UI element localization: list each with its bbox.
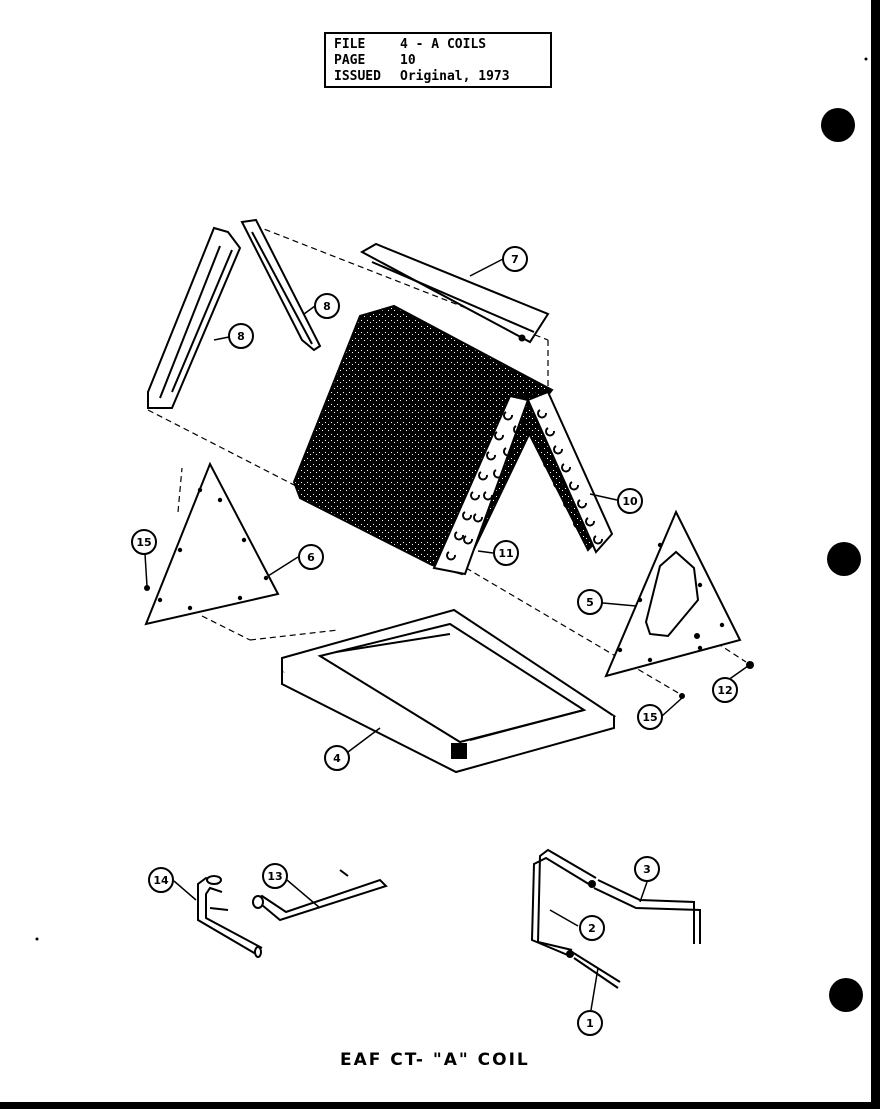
svg-text:12: 12 <box>717 684 732 697</box>
binder-hole-bottom <box>829 978 863 1012</box>
callout-5: 5 <box>577 589 603 615</box>
callout-15-left: 15 <box>131 529 157 555</box>
page-row: PAGE 10 <box>334 53 542 69</box>
part-14-tube <box>197 875 263 958</box>
parts-1-2-3-tube-assembly <box>530 848 701 989</box>
svg-text:11: 11 <box>498 547 513 560</box>
svg-text:14: 14 <box>153 874 169 887</box>
callout-12: 12 <box>712 677 738 703</box>
svg-text:2: 2 <box>588 922 596 935</box>
part-12-nut <box>746 661 754 669</box>
svg-text:5: 5 <box>586 596 594 609</box>
callout-8-left: 8 <box>228 323 254 349</box>
part-6-left-plate <box>144 461 280 626</box>
svg-text:10: 10 <box>622 495 638 508</box>
callout-14: 14 <box>148 867 174 893</box>
callout-13: 13 <box>262 863 288 889</box>
callout-7: 7 <box>502 246 528 272</box>
callout-3: 3 <box>634 856 660 882</box>
issued-value: Original, 1973 <box>400 69 510 84</box>
issued-label: ISSUED <box>334 69 381 84</box>
svg-text:15: 15 <box>136 536 151 549</box>
part-7-top-cap <box>359 242 550 344</box>
callout-2: 2 <box>579 915 605 941</box>
part-5-right-plate <box>604 509 742 678</box>
page-edge-bottom <box>0 1102 880 1109</box>
part-4-base-frame <box>281 608 617 774</box>
page-value: 10 <box>400 53 416 68</box>
page-edge-right <box>871 0 880 1109</box>
page-label: PAGE <box>334 53 366 68</box>
callout-15-right: 15 <box>637 704 663 730</box>
callout-11: 11 <box>493 540 519 566</box>
callout-8-right: 8 <box>314 293 340 319</box>
svg-text:3: 3 <box>643 863 651 876</box>
svg-text:1: 1 <box>586 1017 594 1030</box>
stray-mark <box>864 57 868 61</box>
svg-text:4: 4 <box>333 752 341 765</box>
part-13-tube <box>252 869 388 922</box>
binder-hole-middle <box>827 542 861 576</box>
stray-mark <box>35 937 39 941</box>
diagram-caption: EAF CT- "A" COIL <box>340 1050 530 1070</box>
issued-row: ISSUED Original, 1973 <box>334 69 542 85</box>
callouts: 7 8 8 10 11 15 <box>131 246 738 1036</box>
tube-ends <box>446 409 603 561</box>
file-row: FILE 4 - A COILS <box>334 37 542 53</box>
svg-text:13: 13 <box>267 870 282 883</box>
callout-10: 10 <box>617 488 643 514</box>
a-coil-body <box>292 304 614 576</box>
part-8-left-pan <box>147 218 322 409</box>
file-label: FILE <box>334 37 366 52</box>
svg-text:7: 7 <box>511 253 519 266</box>
svg-text:6: 6 <box>307 551 315 564</box>
part-15-screw-right <box>679 693 685 699</box>
svg-text:15: 15 <box>642 711 657 724</box>
callout-6: 6 <box>298 544 324 570</box>
svg-text:8: 8 <box>237 330 245 343</box>
svg-text:8: 8 <box>323 300 331 313</box>
binder-hole-top <box>821 108 855 142</box>
callout-1: 1 <box>577 1010 603 1036</box>
file-info-block: FILE 4 - A COILS PAGE 10 ISSUED Original… <box>324 32 552 88</box>
file-value: 4 - A COILS <box>400 37 487 52</box>
callout-4: 4 <box>324 745 350 771</box>
